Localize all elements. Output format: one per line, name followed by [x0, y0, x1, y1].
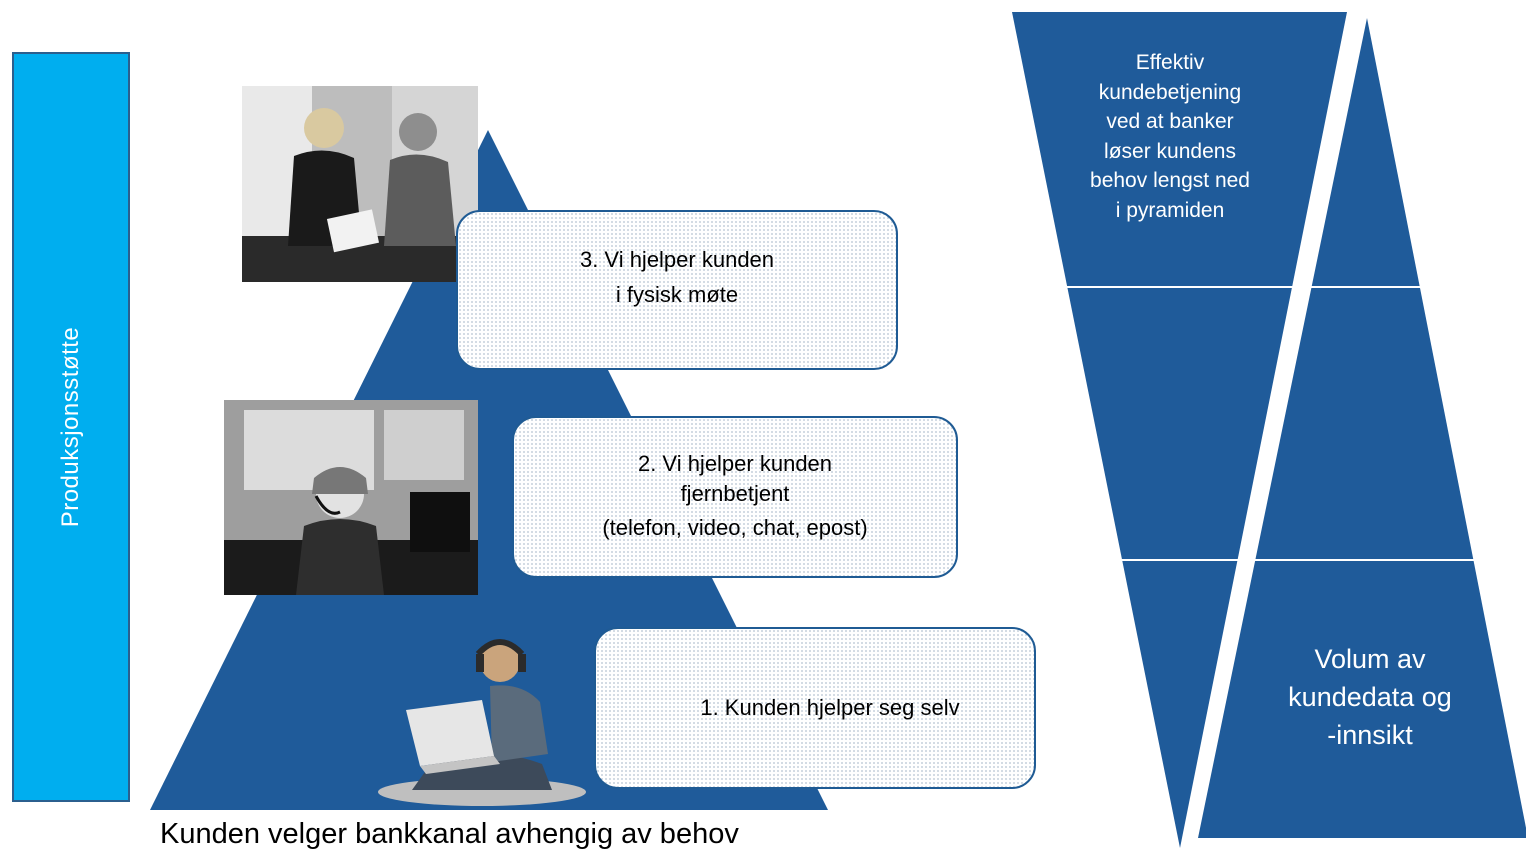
efficiency-line-5: behov lengst ned — [1090, 169, 1250, 192]
level-3-box: 3. Vi hjelper kunden i fysisk møte — [456, 210, 898, 370]
caption: Kunden velger bankkanal avhengig av beho… — [160, 818, 739, 850]
efficiency-line-4: løser kundens — [1104, 139, 1236, 163]
level-2-line-1: 2. Vi hjelper kunden — [637, 450, 833, 476]
volume-text: Volum av kundedata og -innsikt — [1240, 640, 1500, 754]
level-3-line-1: 3. Vi hjelper kunden — [579, 246, 775, 272]
level-3-line-2: i fysisk møte — [615, 282, 739, 307]
volume-line-3: -innsikt — [1327, 720, 1413, 750]
efficiency-text: Effektiv kundebetjening ved at banker lø… — [1050, 48, 1290, 225]
self-service-photo — [372, 622, 594, 808]
level-2-line-3: (telefon, video, chat, epost) — [602, 515, 868, 541]
side-bar — [12, 52, 130, 802]
level-1-box: 1. Kunden hjelper seg selv — [594, 627, 1036, 789]
meeting-photo — [242, 86, 478, 282]
efficiency-line-2: kundebetjening — [1098, 80, 1242, 104]
level-1-line-1: 1. Kunden hjelper seg selv — [700, 695, 960, 721]
volume-line-2: kundedata og — [1288, 682, 1452, 712]
side-label: Produksjonsstøtte — [57, 326, 84, 528]
efficiency-line-6: i pyramiden — [1115, 198, 1225, 222]
volume-line-1: Volum av — [1314, 644, 1426, 674]
efficiency-line-1: Effektiv — [1135, 51, 1205, 74]
call-center-photo — [224, 400, 478, 595]
efficiency-triangle — [1012, 12, 1347, 848]
volume-triangle — [1198, 18, 1526, 838]
level-2-line-2: fjernbetjent — [680, 481, 790, 507]
efficiency-line-3: ved at banker — [1106, 110, 1234, 133]
level-2-box: 2. Vi hjelper kunden fjernbetjent (telef… — [512, 416, 958, 578]
